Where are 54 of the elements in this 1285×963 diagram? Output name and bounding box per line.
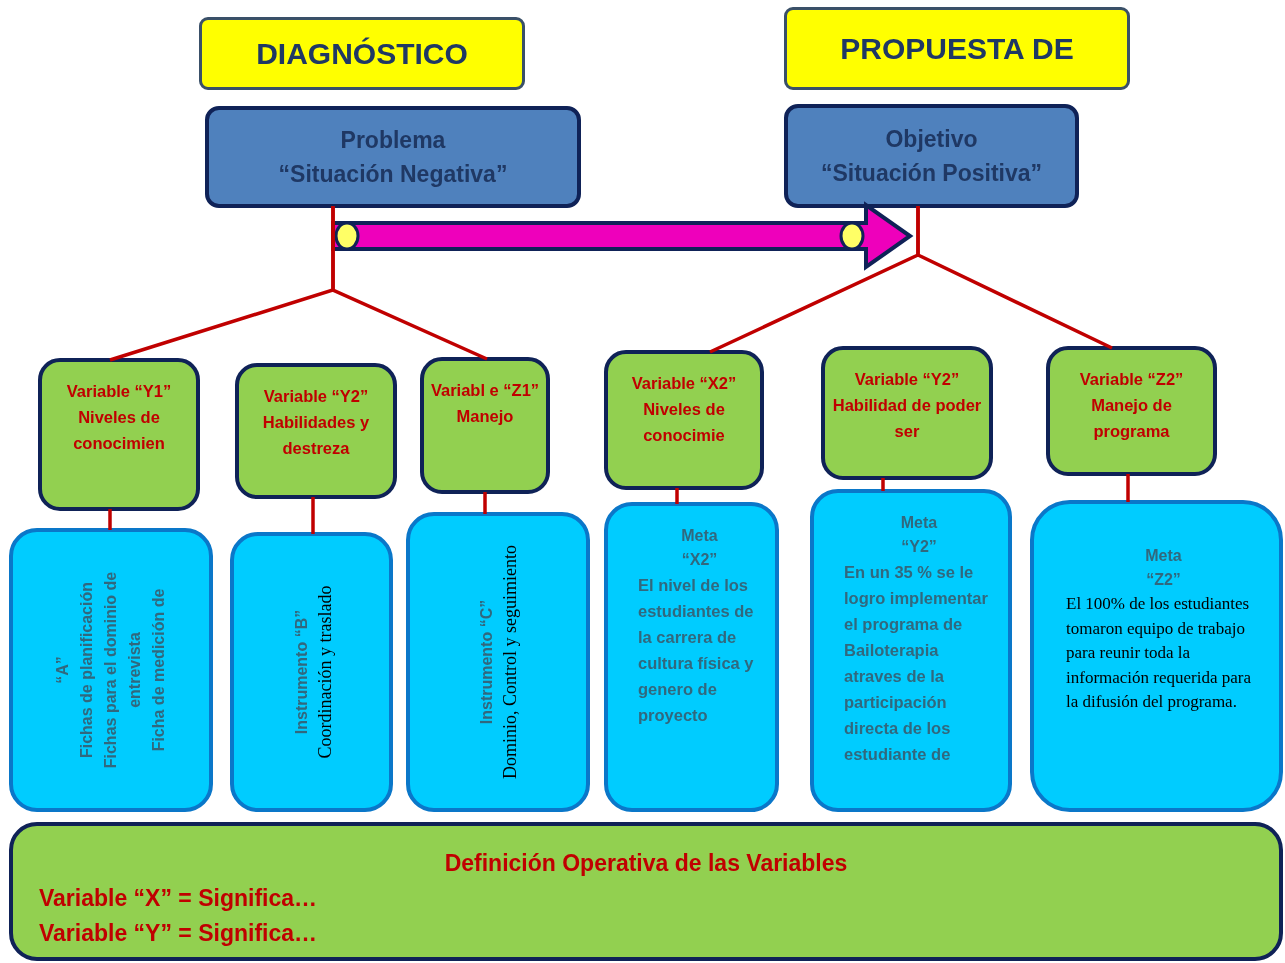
instrument-box [406,512,590,812]
heading-text: PROPUESTA DE [840,31,1074,66]
variable-text: Variable “Y2” Habilidades y destreza [261,386,371,459]
box-text: Objetivo [885,125,978,154]
rotated-text: Fichas de planificación [77,582,96,759]
goal-heading: Meta “Y2” [899,513,939,557]
variable-box [821,346,993,480]
goal-box [1030,500,1283,812]
rotated-text: Instrumento “B” [290,609,310,735]
connector-line [881,478,885,491]
connector-line [108,509,112,530]
goal-heading: Meta “Z2” [1144,546,1183,590]
goal-text: El nivel de los estudiantes de la carrera de cultura física y genero de proyecto [638,575,755,726]
connector-line [311,497,315,534]
title-box [199,17,525,90]
definition-text: Variable “X” = Significa… [39,884,318,913]
variable-box [1046,346,1217,476]
connector-line [483,492,487,514]
connector-line [1126,474,1130,502]
connector-line [916,206,1113,350]
variable-text: Variable “Y1” Niveles de conocimien [65,381,173,454]
variable-box [604,350,764,490]
variable-text: Variable “Z2” Manejo de programa [1078,369,1185,442]
goal-box [604,502,779,812]
goal-box [810,489,1012,812]
goal-text: En un 35 % se le logro implementar el programa de Bailoterapia atraves de la participación directa de los estudiante de [844,562,989,765]
rotated-text: “A” [53,656,72,684]
box-text: Problema [340,126,446,155]
rotated-text: Fichas para el dominio de entrevista [101,570,144,771]
variable-text: Variable “X2” Niveles de conocimie [630,373,738,446]
definition-panel [9,822,1283,961]
instrument-box [9,528,213,812]
box-text: “Situación Positiva” [820,159,1043,188]
variable-text: Variable “Y2” Habilidad de poder ser [831,369,983,442]
rotated-text: Ficha de medición de [149,588,168,752]
process-box [784,104,1079,208]
rotated-text: Instrumento “C” [477,599,496,725]
box-text: “Situación Negativa” [278,160,508,189]
variable-text: Variabl e “Z1” Manejo [429,380,541,427]
connector-line [675,488,679,504]
panel-heading: Definición Operativa de las Variables [444,849,848,878]
process-box [205,106,581,208]
instrument-box [230,532,393,812]
definition-text: Variable “Y” = Significa… [39,919,318,948]
rotated-text: Dominio, Control y seguimiento [499,545,521,779]
variable-box [420,357,550,494]
goal-text: El 100% de los estudiantes tomaron equipo de trabajo para reunir toda la información requerida para la difusión del programa. [1066,593,1253,713]
goal-heading: Meta “X2” [680,526,719,570]
variable-box [38,358,200,511]
title-box [784,7,1130,90]
variable-box [235,363,397,499]
connector-line [331,206,488,361]
rotated-text: Coordinación y traslado [312,585,335,759]
heading-text: DIAGNÓSTICO [256,36,468,71]
